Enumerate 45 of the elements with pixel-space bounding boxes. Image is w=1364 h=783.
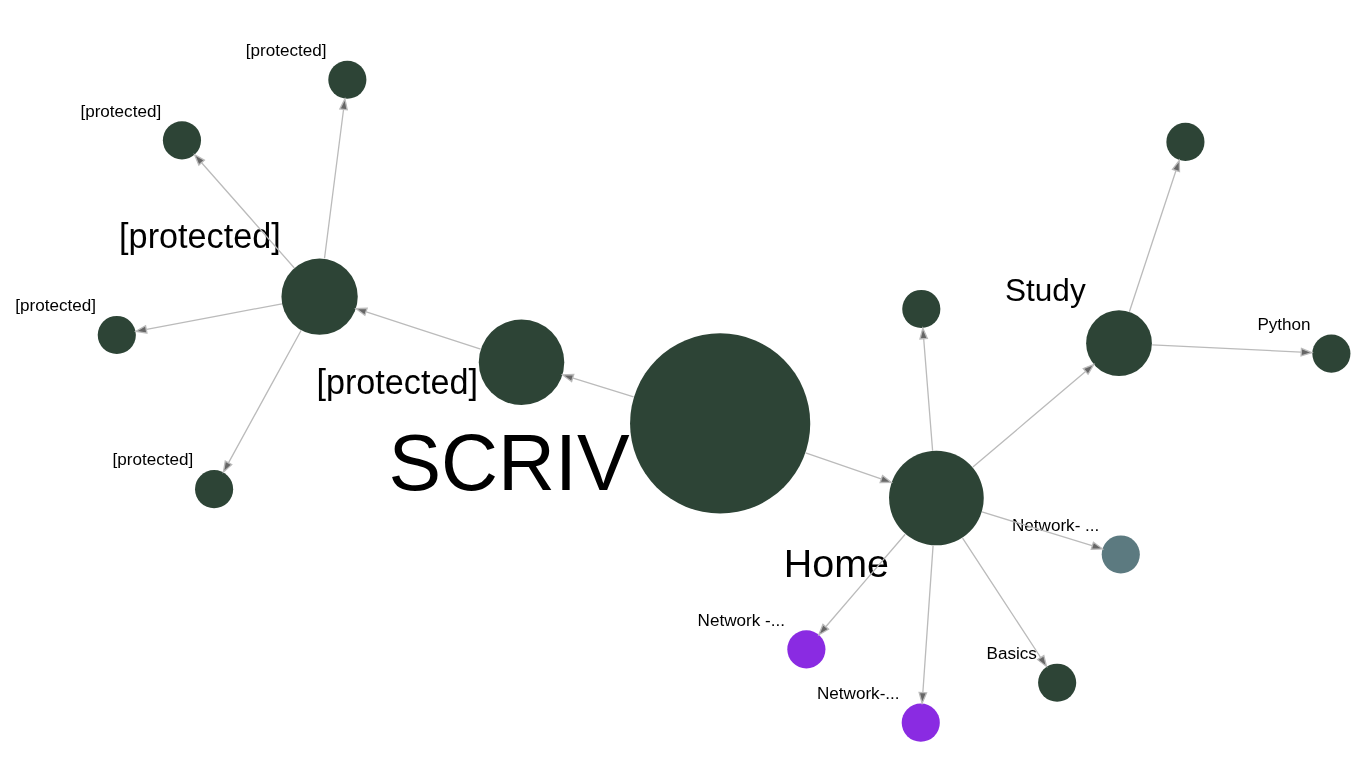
node-circle — [195, 469, 234, 508]
node-label: [protected] — [316, 362, 478, 401]
arrow — [961, 536, 1048, 668]
arrow — [133, 302, 283, 334]
node-circle — [901, 703, 940, 742]
node-circle — [1086, 309, 1152, 376]
arrow — [560, 373, 635, 397]
arrow — [1151, 343, 1314, 357]
arrow — [817, 533, 906, 636]
node-circle — [1312, 334, 1351, 373]
node-circle — [97, 315, 136, 354]
node-label: Network-... — [817, 683, 900, 703]
arrow — [222, 329, 302, 474]
node-label: Network -... — [697, 610, 785, 630]
arrow — [193, 152, 295, 269]
node-label: SCRIV — [388, 418, 630, 507]
node-circle — [902, 289, 941, 328]
node-label: Study — [1005, 271, 1086, 308]
node-circle — [1101, 534, 1140, 574]
node-label: [protected] — [80, 101, 162, 121]
arrow — [323, 96, 349, 259]
node-label: [protected] — [15, 295, 96, 315]
node-label: Python — [1257, 314, 1311, 334]
node-label: [protected] — [245, 40, 327, 60]
node-circle — [162, 120, 202, 159]
node-label: Basics — [986, 643, 1037, 663]
arrow — [354, 307, 482, 350]
node-circle — [630, 332, 811, 514]
node-label: [protected] — [119, 216, 281, 255]
arrow — [919, 325, 934, 451]
node-label: [protected] — [112, 449, 194, 469]
node-circle — [281, 258, 358, 335]
arrow — [972, 362, 1096, 468]
arrow — [918, 544, 934, 705]
node-circle — [1038, 663, 1077, 702]
node-circle — [889, 450, 984, 545]
node-circle — [787, 629, 826, 668]
arrow — [1128, 158, 1181, 312]
arrow — [804, 451, 894, 483]
node-circle — [328, 60, 367, 99]
node-circle — [1166, 122, 1205, 161]
arrow — [981, 510, 1105, 550]
node-label: Network- ... — [1012, 515, 1100, 535]
node-circle — [478, 319, 565, 405]
node-label: Home — [783, 540, 890, 585]
